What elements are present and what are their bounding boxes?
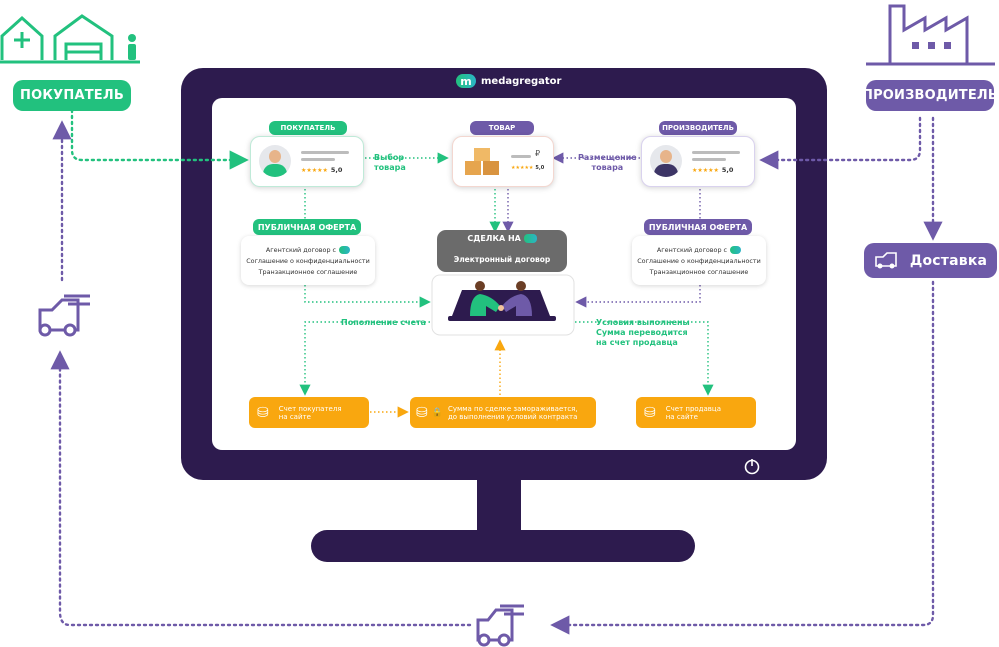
buyer-offer-card[interactable]: Агентский договор с Соглашение о конфиде… [241, 236, 375, 285]
buyer-card-tag: ПОКУПАТЕЛЬ [269, 121, 347, 135]
offer-line-transaction: Транзакционное соглашение [649, 267, 749, 276]
product-card-tag: ТОВАР [470, 121, 534, 135]
producer-card-tag: ПРОИЗВОДИТЕЛЬ [659, 121, 737, 135]
avatar [650, 145, 682, 177]
offer-line-confidentiality: Соглашение о конфиденциальности [637, 256, 761, 265]
deal-subtitle: Электронный договор [453, 255, 551, 264]
rating-stars: ★★★★★ [301, 166, 328, 174]
coins-icon: ⛁ [644, 404, 656, 421]
rating-value: 5,0 [330, 166, 343, 174]
return-delivery-path [50, 350, 472, 627]
truck-icon [875, 251, 897, 268]
product-card-tag-label: ТОВАР [488, 124, 516, 132]
frozen-amount-box[interactable]: ⛁ 🔒 Сумма по сделке замораживается,до вы… [410, 397, 596, 428]
buyer-to-card-path [70, 108, 249, 170]
offer-line-agency: Агентский договор с [265, 245, 337, 254]
person-icon [128, 34, 136, 60]
top-up-path [299, 321, 430, 396]
buyer-offer-tag: ПУБЛИЧНАЯ ОФЕРТА [253, 219, 361, 235]
buyer-card-tag-label: ПОКУПАТЕЛЬ [280, 124, 336, 132]
power-icon[interactable] [744, 459, 760, 475]
lock-icon: 🔒 [431, 407, 443, 418]
brand-logo: m medagregator [456, 74, 561, 88]
transfer-path [575, 321, 714, 396]
house-icon [0, 14, 140, 64]
rating-stars: ★★★★★ [692, 166, 719, 174]
buyer-actor-label: ПОКУПАТЕЛЬ [20, 88, 124, 103]
deal-title: СДЕЛКА НА [437, 234, 567, 243]
truck-icon [476, 604, 524, 647]
factory-windows [912, 42, 951, 49]
buyer-offer-deal-path [304, 285, 431, 308]
producer-actor-badge: ПРОИЗВОДИТЕЛЬ [862, 80, 998, 111]
producer-offer-card[interactable]: Агентский договор с Соглашение о конфиде… [632, 236, 766, 285]
product-card[interactable]: ₽ ★★★★★5,0 [452, 136, 554, 187]
brand-mark-icon [730, 245, 742, 254]
offer-line-transaction: Транзакционное соглашение [258, 267, 358, 276]
coins-icon: ⛁ [416, 404, 428, 421]
top-up-label: Пополнение счета [341, 318, 427, 327]
truck-icon [38, 294, 90, 337]
brand-name: medagregator [481, 75, 562, 87]
coins-icon: ⛁ [257, 404, 269, 421]
buyer-actor-badge: ПОКУПАТЕЛЬ [13, 80, 131, 111]
brand-mark-icon: m [456, 74, 476, 88]
producer-offer-deal-path [575, 285, 701, 308]
producer-offer-title: ПУБЛИЧНАЯ ОФЕРТА [648, 222, 748, 232]
producer-actor-label: ПРОИЗВОДИТЕЛЬ [861, 88, 999, 103]
rating-value: 5,0 [535, 165, 545, 171]
buyer-card[interactable]: ★★★★★5,0 [250, 136, 364, 187]
boxes-icon [463, 147, 503, 177]
avatar [259, 145, 291, 177]
factory-icon [866, 4, 995, 66]
producer-offer-tag: ПУБЛИЧНАЯ ОФЕРТА [644, 219, 752, 235]
producer-card[interactable]: ★★★★★5,0 [641, 136, 755, 187]
offer-line-confidentiality: Соглашение о конфиденциальности [246, 256, 370, 265]
delivery-badge: Доставка [864, 243, 997, 278]
brand-mark-icon [339, 245, 351, 254]
buyer-offer-title: ПУБЛИЧНАЯ ОФЕРТА [257, 222, 357, 232]
frozen-amount-text: Сумма по сделке замораживается,до выполн… [447, 404, 578, 421]
delivery-bottom-path [550, 280, 935, 635]
producer-to-card-path [759, 116, 922, 170]
currency-label: ₽ [535, 149, 541, 158]
rating-value: 5,0 [721, 166, 734, 174]
brand-mark-icon [523, 234, 537, 243]
producer-card-tag-label: ПРОИЗВОДИТЕЛЬ [662, 124, 734, 132]
handshake-icon [470, 281, 532, 316]
rating-stars: ★★★★★ [511, 165, 534, 171]
offer-line-agency: Агентский договор с [656, 245, 728, 254]
delivery-label: Доставка [909, 252, 988, 269]
